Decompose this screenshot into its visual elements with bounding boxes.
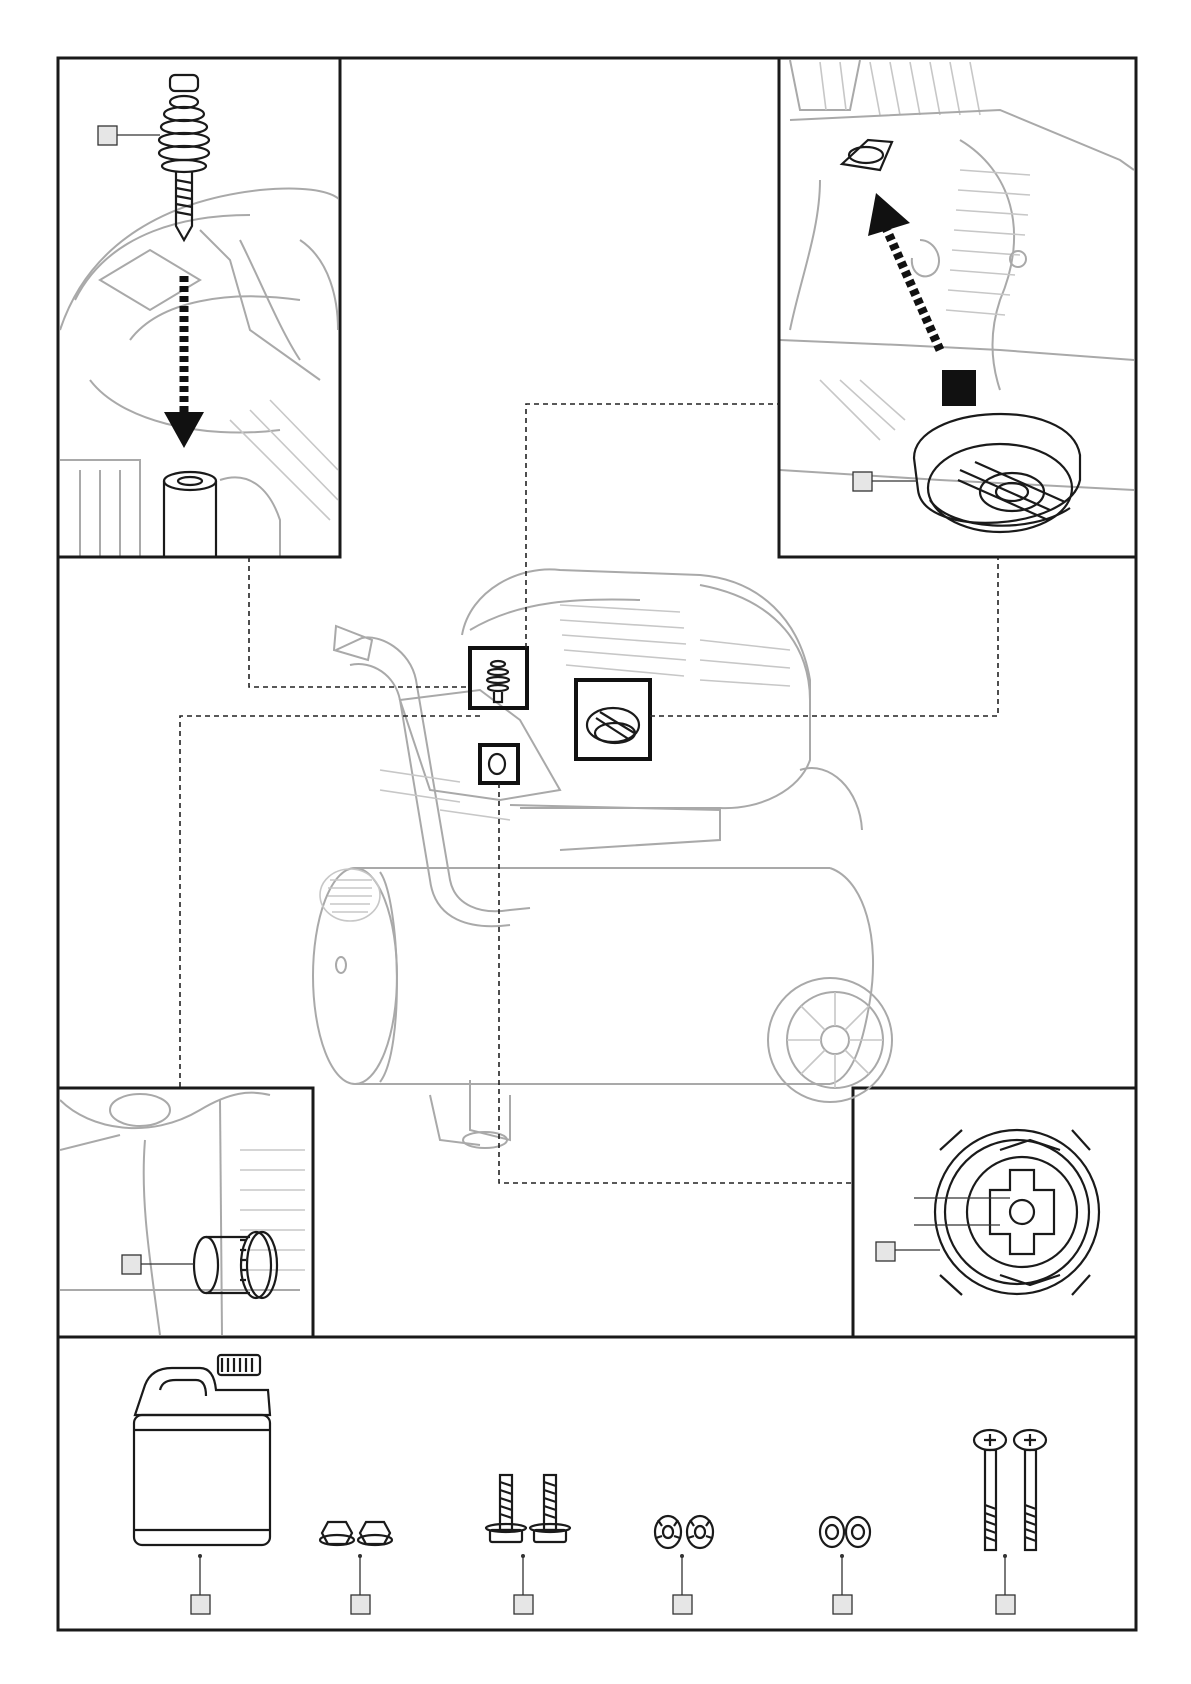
callout-oil-plug <box>98 126 117 145</box>
callout-flange-bolts <box>514 1595 533 1614</box>
highlight-drain-outlet <box>480 745 518 783</box>
flat-washers-part <box>820 1517 870 1547</box>
lock-washers-part <box>655 1516 713 1548</box>
flange-nuts-part <box>320 1522 392 1545</box>
parts-row <box>134 1355 1046 1614</box>
flange-bolts-part <box>486 1475 570 1542</box>
outer-frame <box>58 58 1136 1630</box>
callout-lock-washers <box>673 1595 692 1614</box>
panel-air-filter <box>779 58 1136 557</box>
callout-air-filter <box>853 472 872 491</box>
callout-long-screws <box>996 1595 1015 1614</box>
callout-flat-washers <box>833 1595 852 1614</box>
highlight-air-filter-icon <box>587 708 639 743</box>
highlight-drain-outlet-icon <box>489 754 505 774</box>
callout-drain-outlet <box>122 1255 141 1274</box>
callout-pressure-detail <box>876 1242 895 1261</box>
highlight-oil-plug-icon <box>487 661 509 702</box>
drain-outlet-part <box>194 1232 277 1298</box>
long-screws-part <box>974 1430 1046 1550</box>
panel-pressure-detail <box>853 1088 1136 1337</box>
panel-pressure-detail-frame <box>853 1088 1136 1337</box>
panel-drain-outlet <box>58 1088 313 1337</box>
compressor-overview <box>313 569 892 1148</box>
oil-bottle-part <box>134 1355 270 1545</box>
callout-oil-bottle <box>191 1595 210 1614</box>
panel-oil-plug <box>58 58 340 557</box>
panel-air-filter-frame <box>779 58 1136 557</box>
air-filter-part <box>914 370 1080 532</box>
panel-drain-outlet-frame <box>58 1088 313 1337</box>
parts-callouts <box>191 1554 1015 1614</box>
callout-flange-nuts <box>351 1595 370 1614</box>
